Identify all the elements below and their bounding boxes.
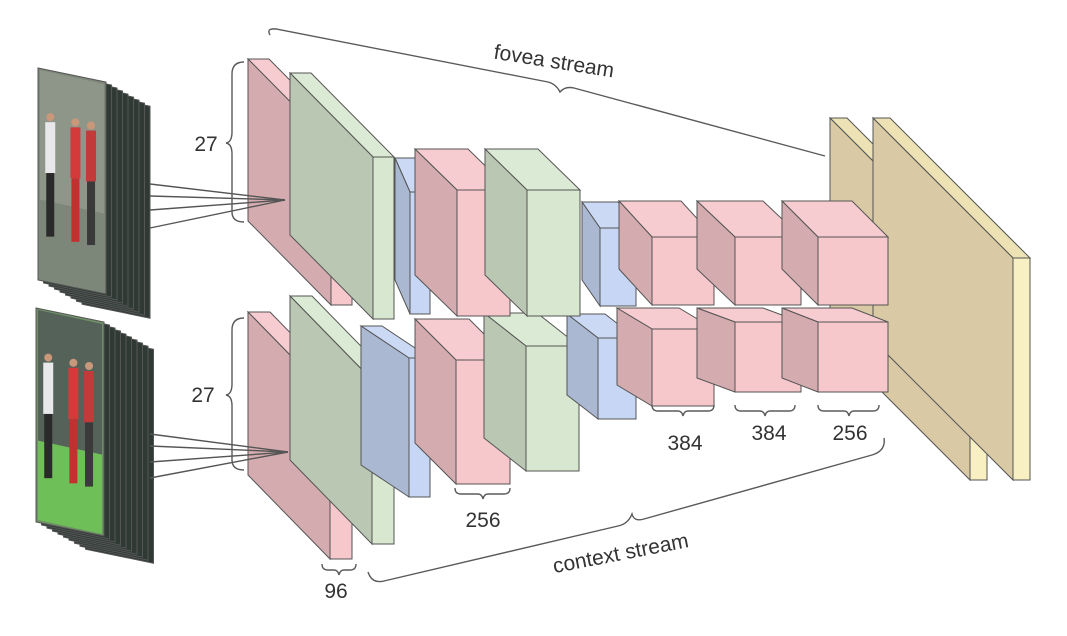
fovea-conv5 [780, 199, 890, 307]
conv1-depth-brace [321, 563, 357, 576]
bottom-input-size-label: 27 [191, 384, 214, 407]
context-stream-layers [246, 294, 889, 561]
fc-layer-2 [871, 116, 1032, 482]
context-input-frames [35, 307, 154, 564]
conv5-depth-brace [817, 404, 880, 417]
conv3-depth-label: 384 [667, 432, 702, 455]
conv2-depth-brace [454, 487, 511, 500]
context-receptive-field-rays [149, 433, 289, 479]
context-conv5 [781, 307, 889, 393]
input-frame [35, 307, 105, 537]
fovea-stream-brace [268, 28, 826, 157]
fovea-norm1 [288, 71, 396, 321]
fovea-norm2 [483, 147, 582, 318]
conv2-depth-label: 256 [465, 509, 500, 532]
fovea-stream-layers [246, 57, 890, 321]
conv5-depth-label: 256 [832, 422, 867, 445]
context-conv4 [696, 307, 802, 393]
conv4-depth-brace [734, 404, 796, 417]
braces [225, 28, 885, 583]
conv4-depth-label: 384 [751, 422, 786, 445]
top-input-brace [225, 61, 245, 223]
conv1-depth-label: 96 [324, 580, 347, 603]
fc-layers [828, 116, 1032, 482]
context-norm2 [482, 311, 581, 473]
bottom-input-brace [225, 317, 245, 471]
fovea-input-frames [37, 67, 151, 319]
conv3-depth-brace [651, 404, 715, 417]
fovea-stream-label: fovea stream [492, 41, 615, 83]
input-frame [37, 67, 107, 295]
fovea-receptive-field-rays [149, 183, 286, 229]
context-stream-brace [367, 437, 885, 583]
context-pool1 [359, 325, 432, 498]
top-input-size-label: 27 [194, 133, 217, 156]
